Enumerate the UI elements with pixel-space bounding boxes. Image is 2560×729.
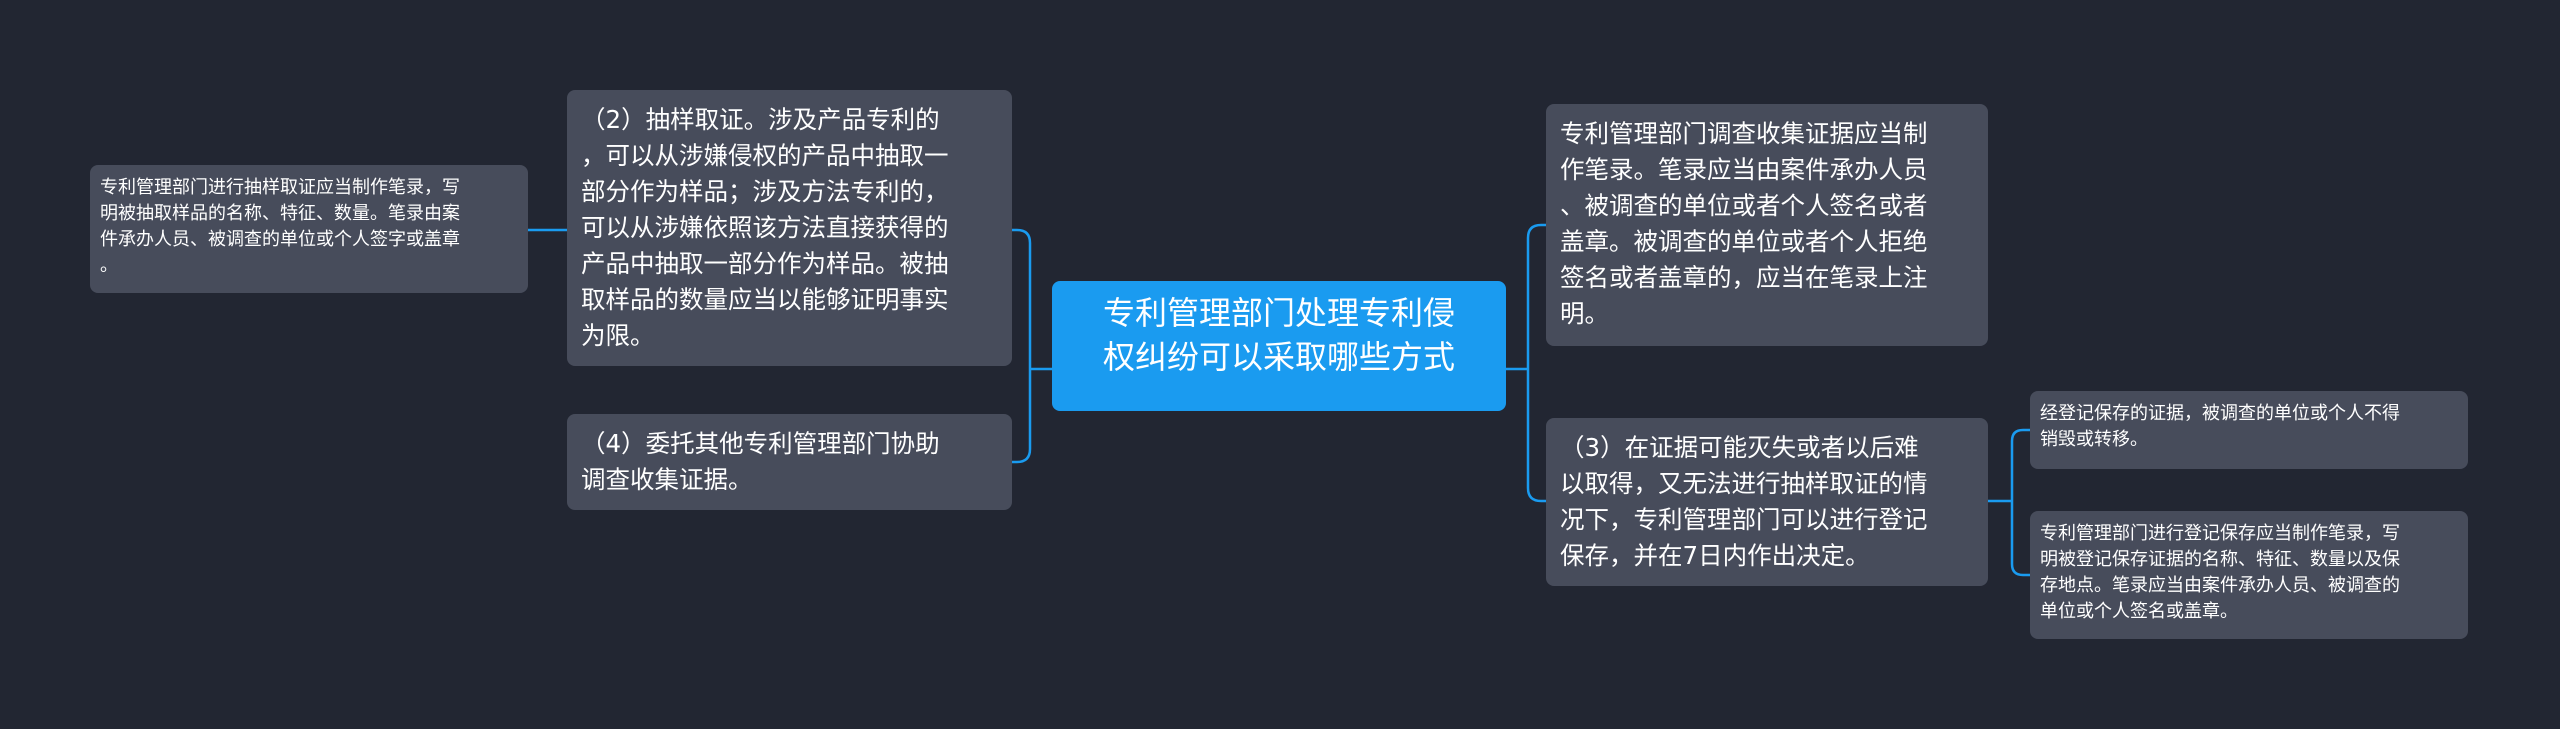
- right-topic-preservation[interactable]: （3）在证据可能灭失或者以后难 以取得，又无法进行抽样取证的情 况下，专利管理部…: [1546, 418, 1988, 586]
- right-topic-record[interactable]: 专利管理部门调查收集证据应当制 作笔录。笔录应当由案件承办人员 、被调查的单位或…: [1546, 104, 1988, 346]
- root-topic[interactable]: 专利管理部门处理专利侵 权纠纷可以采取哪些方式: [1052, 281, 1506, 411]
- connector-root-right: [1506, 223, 1546, 503]
- left-subtopic-sampling-record[interactable]: 专利管理部门进行抽样取证应当制作笔录，写 明被抽取样品的名称、特征、数量。笔录由…: [90, 165, 528, 293]
- right-subtopic-preservation-record[interactable]: 专利管理部门进行登记保存应当制作笔录，写 明被登记保存证据的名称、特征、数量以及…: [2030, 511, 2468, 639]
- connector-root-left: [1012, 228, 1052, 464]
- left-topic-sampling[interactable]: （2）抽样取证。涉及产品专利的 ，可以从涉嫌侵权的产品中抽取一 部分作为样品；涉…: [567, 90, 1012, 366]
- right-subtopic-no-destroy[interactable]: 经登记保存的证据，被调查的单位或个人不得 销毁或转移。: [2030, 391, 2468, 469]
- left-topic-entrust[interactable]: （4）委托其他专利管理部门协助 调查收集证据。: [567, 414, 1012, 510]
